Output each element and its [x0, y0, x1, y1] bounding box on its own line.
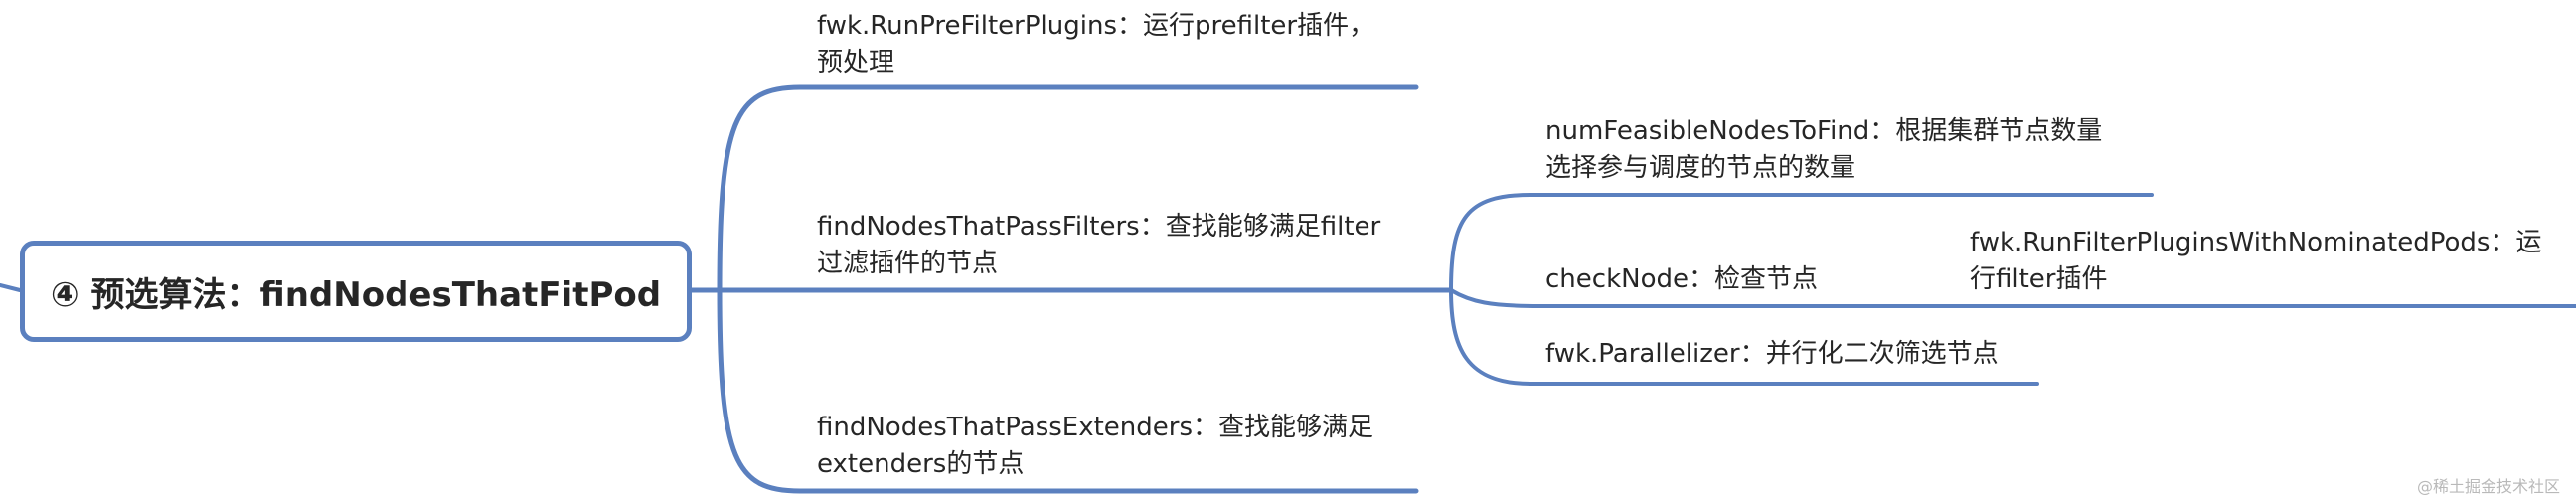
child-numfeasible-node[interactable]: numFeasibleNodesToFind：根据集群节点数量 选择参与调度的节…	[1545, 113, 2102, 187]
branch-extenders-node[interactable]: findNodesThatPassExtenders：查找能够满足 extend…	[817, 410, 1373, 483]
branch-prefilter-node[interactable]: fwk.RunPreFilterPlugins：运行prefilter插件， 预…	[817, 8, 1374, 82]
node-text-line: findNodesThatPassExtenders：查找能够满足	[817, 413, 1374, 442]
incoming-connector	[0, 283, 22, 292]
child-checknode-connector	[1449, 288, 2576, 308]
node-text-line: numFeasibleNodesToFind：根据集群节点数量	[1545, 116, 2103, 146]
node-text-line: 选择参与调度的节点的数量	[1545, 153, 1856, 183]
grandchild-runfilterplugins-node[interactable]: fwk.RunFilterPluginsWithNominatedPods：运 …	[1970, 225, 2541, 298]
child-parallelizer-node[interactable]: fwk.Parallelizer：并行化二次筛选节点	[1545, 336, 1999, 373]
child-numfeasible-connector	[1449, 193, 2154, 292]
node-text-line: fwk.Parallelizer：并行化二次筛选节点	[1545, 339, 1999, 369]
node-text-line: fwk.RunFilterPluginsWithNominatedPods：运	[1970, 228, 2542, 257]
child-parallelizer-connector	[1449, 288, 2039, 386]
watermark: @稀土掘金技术社区	[2416, 477, 2560, 496]
node-text-line: 行filter插件	[1970, 264, 2108, 294]
node-text-line: findNodesThatPassFilters：查找能够满足filter	[817, 212, 1381, 242]
node-text-line: 预处理	[817, 48, 895, 78]
node-text-line: checkNode：检查节点	[1545, 264, 1818, 294]
root-node[interactable]: ④ 预选算法：findNodesThatFitPod	[20, 241, 692, 342]
branch-filters-node[interactable]: findNodesThatPassFilters：查找能够满足filter 过滤…	[817, 209, 1380, 282]
branch-extenders-connector	[717, 287, 1419, 494]
node-text-line: 过滤插件的节点	[817, 249, 999, 278]
child-checknode-node[interactable]: checkNode：检查节点	[1545, 261, 1818, 298]
node-text-line: extenders的节点	[817, 449, 1025, 479]
branch-prefilter-connector	[717, 84, 1419, 293]
root-node-label: ④ 预选算法：findNodesThatFitPod	[50, 274, 662, 315]
node-text-line: fwk.RunPreFilterPlugins：运行prefilter插件，	[817, 11, 1375, 41]
